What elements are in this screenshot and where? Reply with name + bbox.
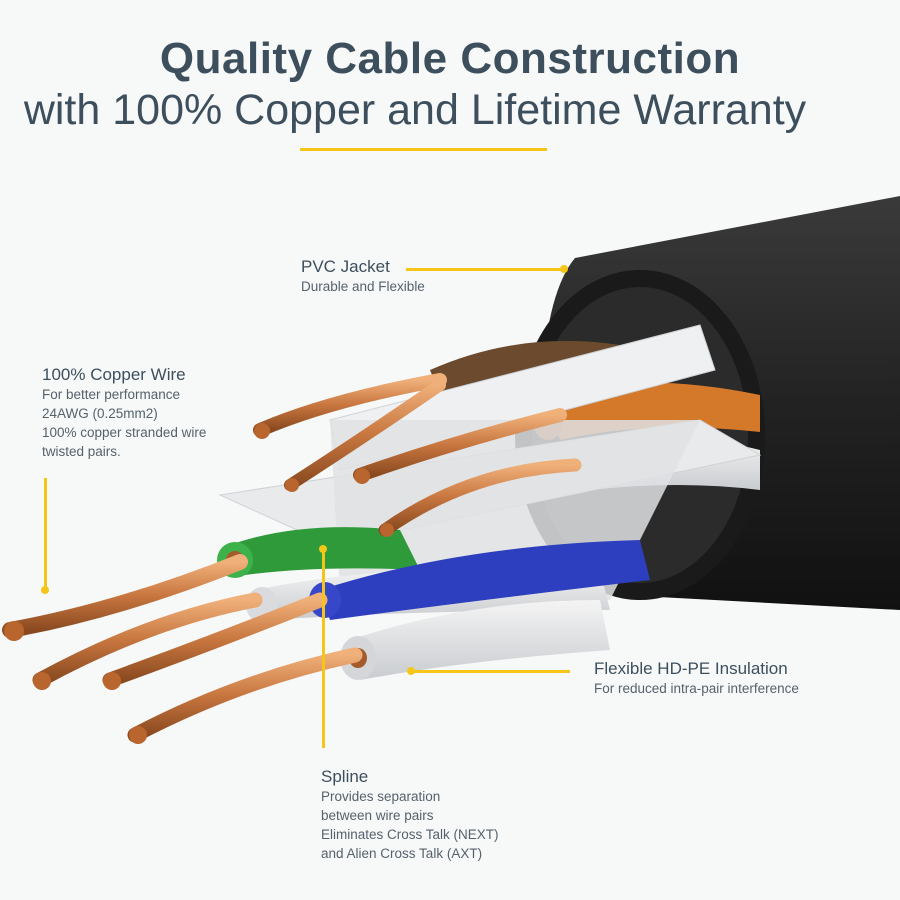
spline-leader-dot (319, 545, 327, 553)
callout-line: between wire pairs (321, 808, 434, 823)
callout-title: PVC Jacket (301, 257, 390, 276)
callout-line: Durable and Flexible (301, 279, 425, 294)
callout-line: twisted pairs. (42, 444, 121, 459)
callout-line: For reduced intra-pair interference (594, 681, 799, 696)
callout-title: Flexible HD-PE Insulation (594, 659, 788, 678)
callout-pvc-jacket: PVC Jacket Durable and Flexible (301, 256, 425, 296)
callout-line: 100% copper stranded wire (42, 425, 207, 440)
callout-title: Spline (321, 767, 369, 786)
title-underline (300, 148, 547, 151)
callout-line: Provides separation (321, 789, 441, 804)
jacket-leader-line (406, 268, 562, 271)
callout-line: and Alien Cross Talk (AXT) (321, 846, 483, 861)
callout-line: For better performance (42, 387, 181, 402)
callout-copper-wire: 100% Copper Wire For better performance … (42, 364, 206, 461)
callout-insulation: Flexible HD-PE Insulation For reduced in… (594, 658, 799, 698)
callout-line: 24AWG (0.25mm2) (42, 406, 158, 421)
callout-title: 100% Copper Wire (42, 365, 186, 384)
copper-leader-line (44, 478, 47, 590)
copper-leader-dot (41, 586, 49, 594)
page-title: Quality Cable Construction (159, 34, 741, 83)
page-subtitle: with 100% Copper and Lifetime Warranty (23, 86, 807, 134)
strand-ends (4, 423, 394, 744)
jacket-leader-dot (560, 265, 568, 273)
insulation-leader-line (412, 670, 570, 673)
insulation-leader-dot (407, 667, 415, 675)
spline-leader-line (322, 550, 325, 748)
copper-strands (2, 373, 582, 743)
callout-line: Eliminates Cross Talk (NEXT) (321, 827, 499, 842)
callout-spline: Spline Provides separation between wire … (321, 766, 499, 863)
